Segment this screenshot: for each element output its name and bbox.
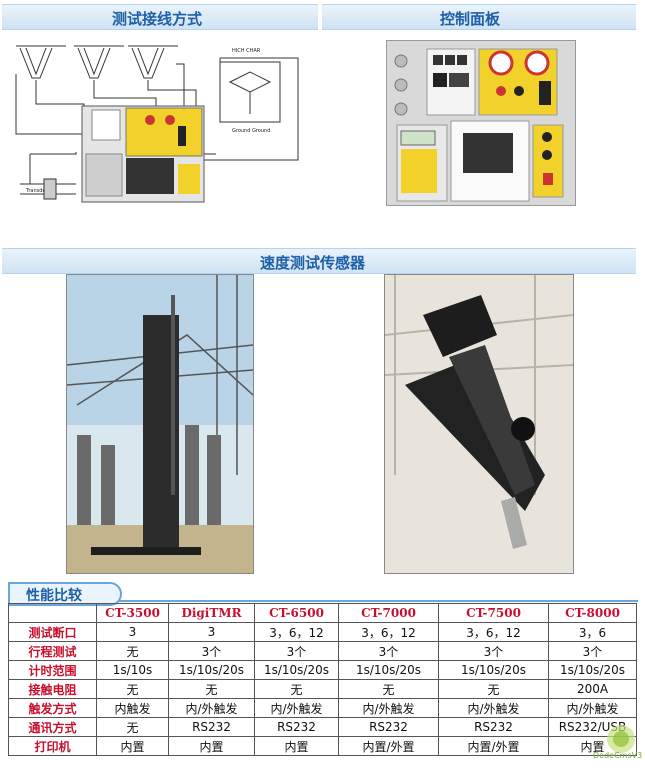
comparison-rule	[118, 600, 638, 602]
table-cell: 1s/10s/20s	[438, 660, 549, 680]
table-cell: 3个	[548, 641, 637, 661]
table-cell: 内/外触发	[254, 698, 339, 718]
section-header-left: 测试接线方式	[2, 4, 318, 30]
table-cell: 1s/10s	[96, 660, 169, 680]
control-panel-image	[386, 40, 576, 206]
table-header-cell: CT-3500	[96, 603, 169, 623]
linear-sensor-svg	[67, 275, 253, 573]
comparison-title: 性能比较	[26, 588, 82, 604]
table-cell: 内置/外置	[438, 736, 549, 756]
section-header-right: 控制面板	[322, 4, 636, 30]
table-header-cell: CT-7000	[338, 603, 439, 623]
table-cell: 无	[168, 679, 255, 699]
wiring-diagram: HICH CHAR Ground Ground Transducer	[6, 34, 318, 212]
table-cell: 无	[96, 717, 169, 737]
linear-sensor-photo	[66, 274, 254, 574]
sensor-title: 速度测试传感器	[260, 254, 366, 272]
comparison-table: CT-3500 DigiTMR CT-6500 CT-7000 CT-7500 …	[8, 603, 637, 756]
table-cell: 3个	[168, 641, 255, 661]
table-row: 行程测试 无 3个 3个 3个 3个 3个	[8, 641, 637, 661]
table-cell: 内置/外置	[338, 736, 439, 756]
table-cell: 3，6	[548, 622, 637, 642]
table-cell: 内/外触发	[338, 698, 439, 718]
watermark-logo-icon	[607, 725, 635, 753]
table-header-cell: CT-6500	[254, 603, 339, 623]
watermark-text: DedeCmsV3	[593, 751, 643, 760]
table-cell: RS232	[338, 717, 439, 737]
table-cell: 1s/10s/20s	[548, 660, 637, 680]
table-cell: 3，6，12	[438, 622, 549, 642]
table-header-cell: CT-8000	[548, 603, 637, 623]
table-row: 计时范围 1s/10s 1s/10s/20s 1s/10s/20s 1s/10s…	[8, 660, 637, 680]
table-row: 打印机 内置 内置 内置 内置/外置 内置/外置 内置	[8, 736, 637, 756]
table-row: 测试断口 3 3 3，6，12 3，6，12 3，6，12 3，6	[8, 622, 637, 642]
table-cell: 3个	[338, 641, 439, 661]
row-header: 接触电阻	[8, 679, 97, 699]
table-cell: 内/外触发	[438, 698, 549, 718]
section-header-sensor: 速度测试传感器	[2, 248, 636, 274]
table-header-cell: CT-7500	[438, 603, 549, 623]
transducer-label: Transducer	[25, 188, 54, 194]
table-cell: RS232	[168, 717, 255, 737]
table-cell: 无	[438, 679, 549, 699]
table-cell: 内置	[168, 736, 255, 756]
row-header: 打印机	[8, 736, 97, 756]
rotary-sensor-photo	[384, 274, 574, 574]
control-panel-title: 控制面板	[440, 10, 501, 28]
table-cell: 1s/10s/20s	[254, 660, 339, 680]
table-cell: 1s/10s/20s	[168, 660, 255, 680]
table-cell: 内/外触发	[168, 698, 255, 718]
table-cell: 1s/10s/20s	[338, 660, 439, 680]
ground-label: Ground Ground	[232, 128, 270, 134]
table-cell: RS232	[254, 717, 339, 737]
timing-label: HICH CHAR	[232, 48, 261, 54]
table-cell: 3	[168, 622, 255, 642]
table-cell: RS232	[438, 717, 549, 737]
table-header-row: CT-3500 DigiTMR CT-6500 CT-7000 CT-7500 …	[8, 603, 637, 623]
table-cell: 无	[96, 679, 169, 699]
table-header-cell	[8, 603, 97, 623]
wiring-title: 测试接线方式	[112, 10, 203, 28]
table-cell: 3，6，12	[338, 622, 439, 642]
wiring-diagram-svg: HICH CHAR Ground Ground Transducer	[15, 45, 299, 203]
table-cell: 无	[338, 679, 439, 699]
table-cell: 内置	[254, 736, 339, 756]
table-cell: 内/外触发	[548, 698, 637, 718]
table-row: 通讯方式 无 RS232 RS232 RS232 RS232 RS232/USB	[8, 717, 637, 737]
table-cell: 3个	[438, 641, 549, 661]
control-panel-svg	[387, 41, 575, 205]
table-cell: 无	[254, 679, 339, 699]
table-row: 接触电阻 无 无 无 无 无 200A	[8, 679, 637, 699]
row-header: 测试断口	[8, 622, 97, 642]
rotary-sensor-svg	[385, 275, 573, 573]
table-cell: 3个	[254, 641, 339, 661]
table-header-cell: DigiTMR	[168, 603, 255, 623]
table-cell: 200A	[548, 679, 637, 699]
table-cell: 内触发	[96, 698, 169, 718]
table-cell: 内置	[96, 736, 169, 756]
table-cell: 无	[96, 641, 169, 661]
row-header: 通讯方式	[8, 717, 97, 737]
table-cell: 3，6，12	[254, 622, 339, 642]
row-header: 触发方式	[8, 698, 97, 718]
table-cell: 3	[96, 622, 169, 642]
row-header: 计时范围	[8, 660, 97, 680]
row-header: 行程测试	[8, 641, 97, 661]
watermark: DedeCmsV3	[593, 721, 642, 765]
table-row: 触发方式 内触发 内/外触发 内/外触发 内/外触发 内/外触发 内/外触发	[8, 698, 637, 718]
